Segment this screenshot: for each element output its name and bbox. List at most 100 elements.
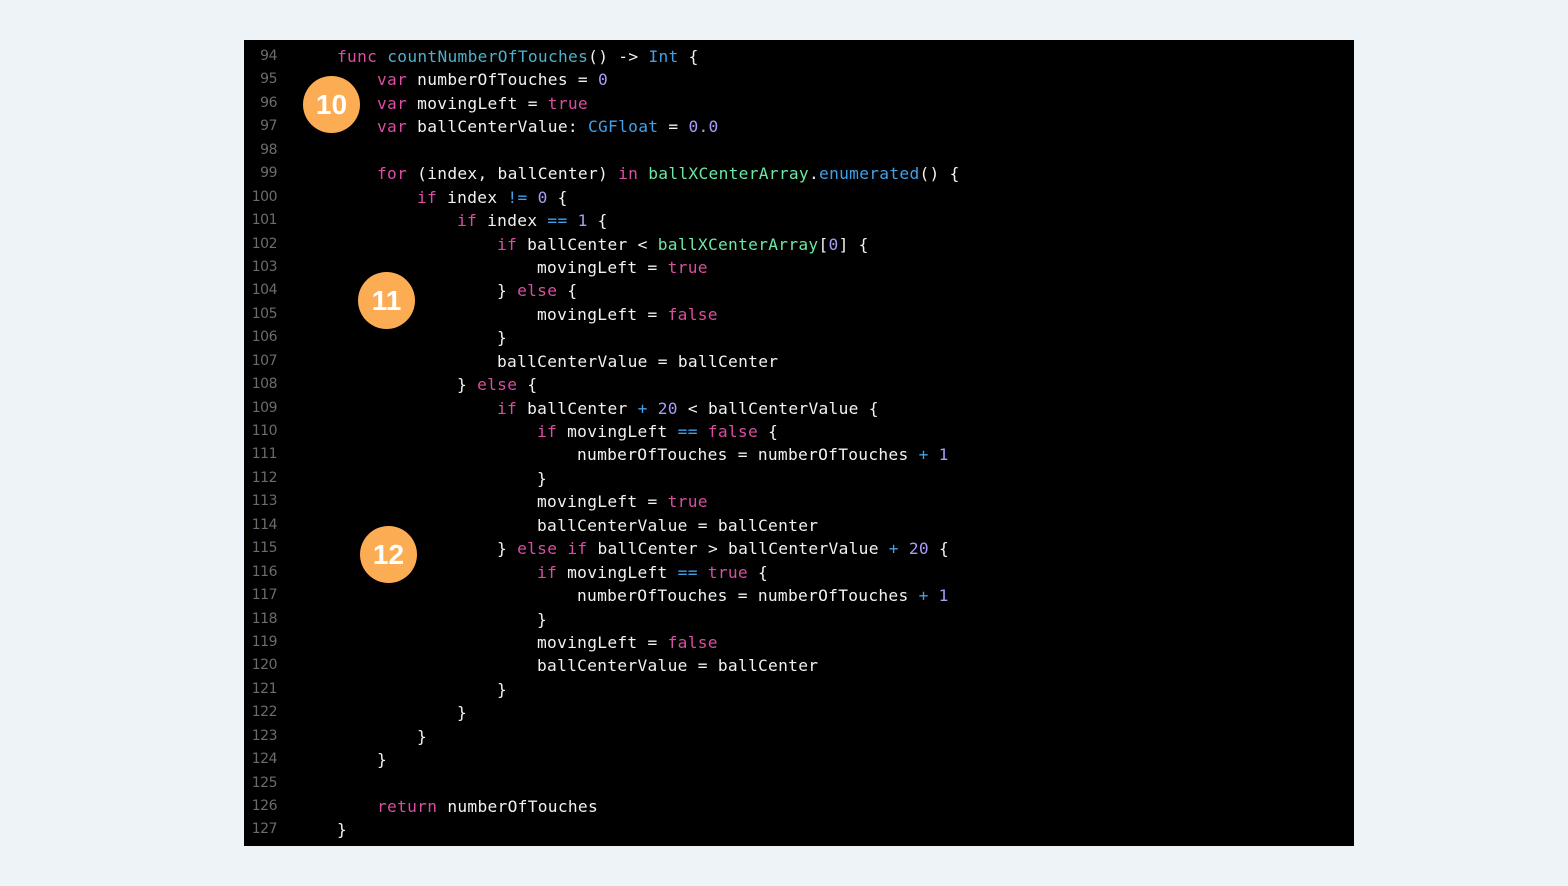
code-text: var numberOfTouches = 0 — [377, 68, 608, 91]
code-token: + — [918, 586, 929, 606]
line-number: 103 — [251, 258, 278, 275]
code-token: CGFloat — [587, 117, 659, 137]
code-token: else — [477, 375, 518, 395]
code-token — [929, 586, 939, 605]
code-line[interactable]: 96 var movingLeft = true — [244, 92, 1354, 115]
line-number: 123 — [251, 727, 278, 744]
code-text: } — [497, 678, 507, 701]
code-token: (index, ballCenter) — [407, 164, 619, 184]
step-badge-10: 10 — [303, 76, 360, 133]
code-token: var — [377, 93, 408, 113]
code-line[interactable]: 115} else if ballCenter > ballCenterValu… — [244, 537, 1354, 560]
line-number: 121 — [251, 680, 278, 697]
code-line[interactable]: 106} — [244, 326, 1354, 349]
code-token: if — [497, 398, 518, 418]
line-number: 126 — [251, 798, 278, 814]
line-number: 111 — [251, 446, 278, 463]
code-token: { — [678, 47, 699, 66]
code-token: } — [417, 726, 428, 746]
code-line[interactable]: 108} else { — [244, 373, 1354, 396]
code-line[interactable]: 122} — [244, 701, 1354, 724]
line-number: 114 — [251, 516, 278, 533]
line-number: 118 — [251, 610, 278, 627]
code-token: index — [437, 187, 508, 207]
code-token: if — [537, 422, 558, 441]
code-token: 0 — [537, 187, 548, 207]
code-line[interactable]: 95 var numberOfTouches = 0 — [244, 68, 1354, 91]
code-line[interactable]: 127} — [244, 818, 1354, 841]
line-number: 127 — [251, 821, 278, 838]
code-token: Int — [648, 47, 679, 66]
code-text: var movingLeft = true — [377, 92, 588, 115]
line-number: 95 — [260, 71, 277, 88]
code-line[interactable]: 107 ballCenterValue = ballCenter — [244, 350, 1354, 373]
code-line[interactable]: 124} — [244, 748, 1354, 771]
code-token: false — [667, 632, 718, 652]
code-token: ] { — [838, 234, 869, 254]
code-token: movingLeft = — [537, 257, 668, 277]
line-number: 117 — [251, 587, 278, 604]
code-token — [638, 164, 648, 183]
code-line[interactable]: 121} — [244, 678, 1354, 701]
code-text: if movingLeft == false { — [537, 420, 778, 443]
line-number: 105 — [251, 305, 278, 322]
line-number: 119 — [251, 633, 278, 650]
line-number: 115 — [251, 540, 278, 557]
line-number: 125 — [251, 774, 278, 791]
code-text: } — [457, 701, 467, 724]
line-number: 110 — [251, 423, 278, 439]
code-token: else — [517, 281, 558, 301]
code-token: { — [747, 562, 769, 582]
code-line[interactable]: 110 if movingLeft == false { — [244, 420, 1354, 443]
code-text: movingLeft = false — [537, 303, 718, 326]
code-token: movingLeft = — [407, 93, 548, 113]
code-line[interactable]: 105 movingLeft = false — [244, 303, 1354, 326]
code-token: } — [497, 539, 518, 559]
line-number: 98 — [260, 141, 277, 158]
code-line[interactable]: 123} — [244, 725, 1354, 748]
code-token: ballCenterValue = ballCenter — [497, 351, 779, 371]
code-token: == — [677, 562, 698, 582]
code-line[interactable]: 118} — [244, 608, 1354, 631]
line-number: 94 — [260, 48, 277, 64]
code-token: return — [377, 797, 438, 816]
code-token: + — [918, 445, 929, 465]
code-token: var — [377, 117, 408, 137]
line-number: 107 — [251, 352, 278, 369]
code-token: ballCenter — [517, 398, 638, 418]
code-token: numberOfTouches = numberOfTouches — [577, 445, 919, 465]
code-line[interactable]: 112} — [244, 467, 1354, 490]
code-token: for — [377, 164, 408, 184]
code-token: } — [497, 328, 508, 348]
line-number: 104 — [251, 282, 278, 299]
code-token: true — [707, 562, 748, 582]
code-token: numberOfTouches = numberOfTouches — [577, 586, 919, 606]
code-token: ballCenterValue = ballCenter — [537, 656, 819, 676]
code-line[interactable]: 125 — [244, 772, 1354, 795]
line-number: 96 — [260, 94, 277, 111]
code-token: } — [537, 609, 548, 629]
code-token: false — [667, 304, 718, 324]
code-line[interactable]: 98 — [244, 139, 1354, 162]
code-token: { — [547, 187, 568, 207]
code-token: [ — [818, 234, 829, 254]
code-line[interactable]: 104} else { — [244, 279, 1354, 302]
